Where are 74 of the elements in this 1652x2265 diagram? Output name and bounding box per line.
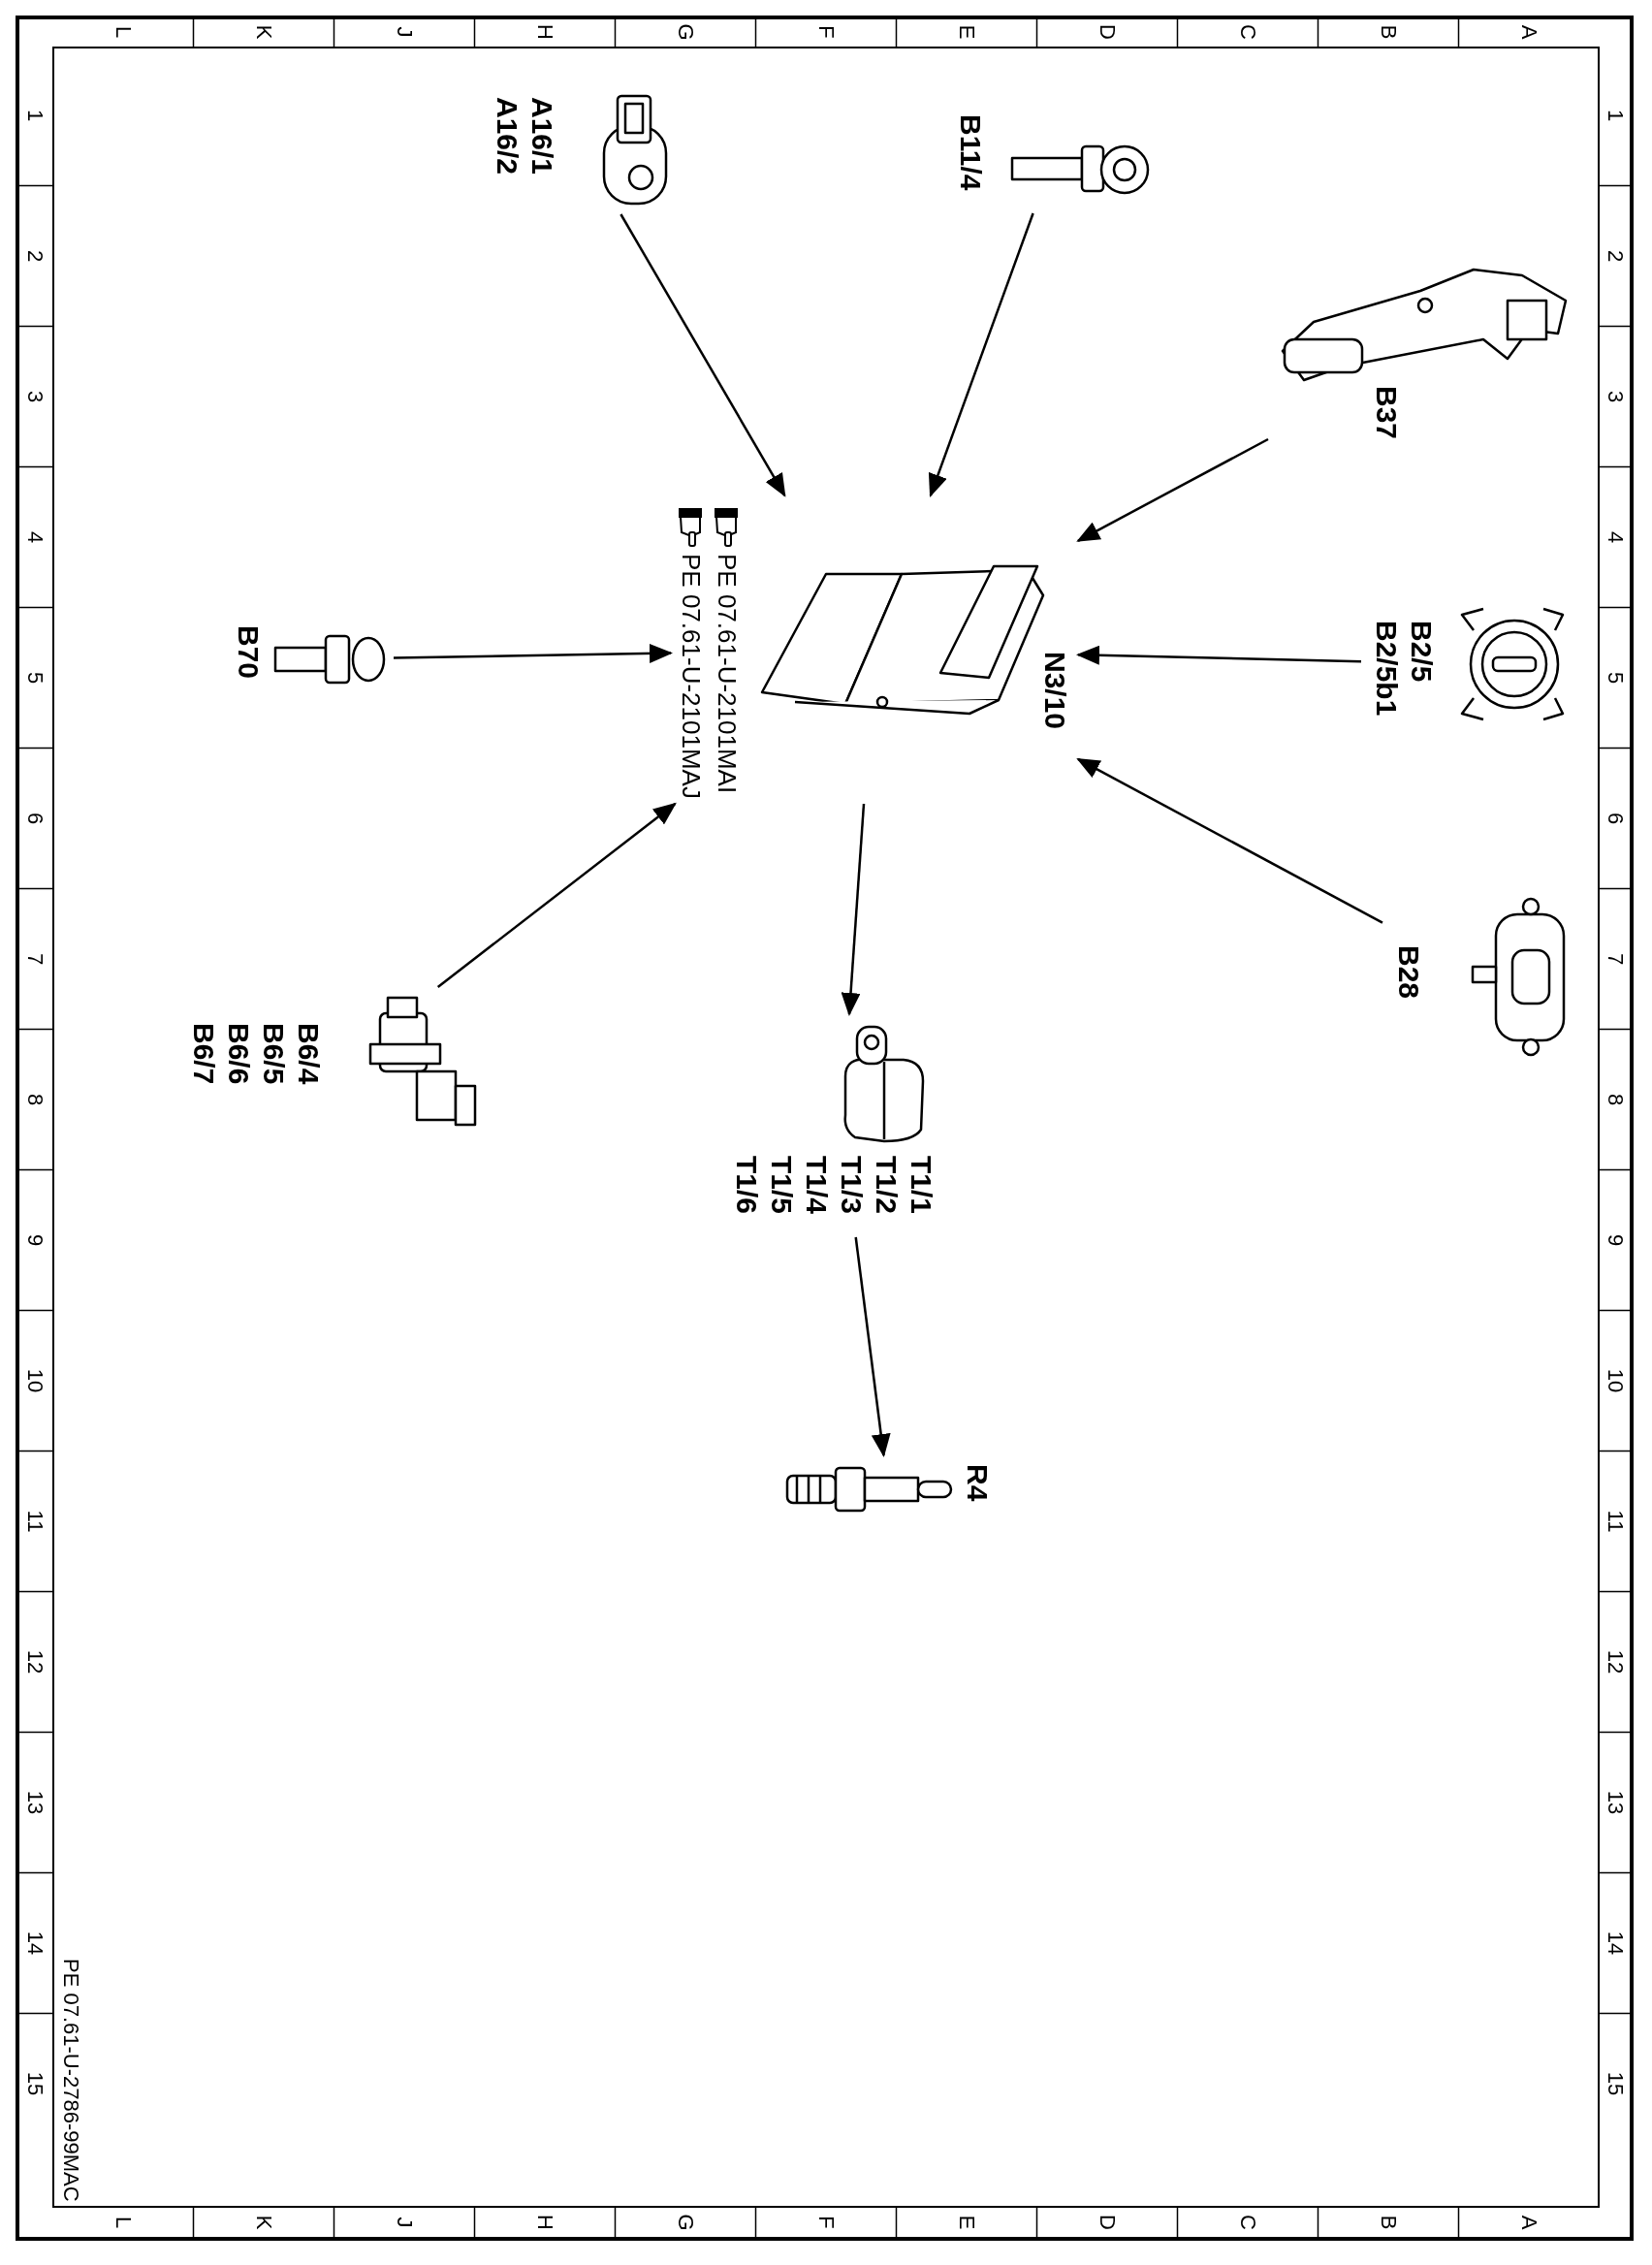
grid-number: 2: [1604, 249, 1627, 263]
grid-letter: J: [393, 2217, 416, 2228]
grid-letter: C: [1236, 2215, 1259, 2230]
grid-number: 6: [1604, 812, 1627, 825]
arrow: [393, 644, 673, 663]
arrow: [1076, 757, 1383, 924]
arrow: [620, 213, 786, 497]
grid-letter: G: [674, 23, 697, 41]
grid-number: 14: [23, 1930, 47, 1956]
arrow: [854, 1236, 891, 1457]
arrow: [841, 803, 866, 1016]
grid-number: 10: [1604, 1368, 1627, 1393]
grid-number: 7: [1604, 952, 1627, 966]
component-label: B28: [1392, 945, 1426, 1002]
grid-number: 8: [23, 1093, 47, 1106]
grid-letter: F: [814, 25, 838, 39]
grid-number: 13: [23, 1790, 47, 1815]
grid-letter: C: [1236, 24, 1259, 40]
grid-number: 10: [23, 1368, 47, 1393]
grid-number: 15: [1604, 2071, 1627, 2096]
component-label: N3/10: [1038, 652, 1072, 732]
grid-number: 11: [23, 1510, 47, 1533]
grid-letter: D: [1096, 24, 1119, 40]
grid-letter: E: [955, 2215, 978, 2230]
component-label: B6/4 B6/5 B6/6 B6/7: [187, 1023, 326, 1087]
grid-letter: B: [1377, 24, 1400, 40]
grid-letter: K: [252, 2215, 275, 2230]
grid-letter: L: [111, 2216, 135, 2229]
component-label: B37: [1370, 386, 1404, 442]
grid-number: 2: [23, 249, 47, 263]
component-label: B2/5 B2/5b1: [1370, 621, 1439, 718]
grid-letter: K: [252, 24, 275, 40]
grid-letter: H: [533, 2215, 556, 2230]
grid-letter: H: [533, 24, 556, 40]
component-label: R4: [961, 1464, 995, 1504]
drawing-number: PE 07.61-U-2786-99MAC: [58, 1959, 83, 2202]
grid-number: 5: [23, 671, 47, 685]
grid-letter: B: [1377, 2215, 1400, 2230]
grid-letter: A: [1517, 2215, 1541, 2230]
grid-number: 4: [1604, 530, 1627, 544]
grid-number: 5: [1604, 671, 1627, 685]
arrow: [436, 802, 677, 988]
grid-letter: F: [814, 2216, 838, 2229]
grid-number: 11: [1604, 1510, 1627, 1533]
grid-letter: D: [1096, 2215, 1119, 2230]
grid-number: 1: [23, 109, 47, 122]
grid-number: 6: [23, 812, 47, 825]
grid-number: 13: [1604, 1790, 1627, 1815]
arrow: [1076, 645, 1362, 665]
grid-number: 1: [1604, 109, 1627, 122]
reference-note: PE 07.61-U-2101MAJ: [678, 554, 705, 799]
component-label: A16/1 A16/2: [491, 97, 559, 177]
grid-number: 7: [23, 952, 47, 966]
grid-number: 4: [23, 530, 47, 544]
grid-number: 12: [1604, 1649, 1627, 1675]
component-label: B11/4: [954, 114, 988, 193]
arrow: [928, 212, 1034, 497]
grid-number: 9: [1604, 1233, 1627, 1247]
grid-number: 3: [23, 390, 47, 403]
grid-number: 14: [1604, 1930, 1627, 1956]
grid-letter: J: [393, 26, 416, 38]
component-label: B70: [232, 625, 266, 682]
grid-number: 12: [23, 1649, 47, 1675]
grid-letter: A: [1517, 24, 1541, 40]
reference-note: PE 07.61-U-2101MAI: [714, 554, 741, 794]
grid-letter: G: [674, 2214, 697, 2231]
arrow: [1076, 437, 1269, 542]
grid-letter: L: [111, 25, 135, 39]
grid-number: 9: [23, 1233, 47, 1247]
grid-number: 3: [1604, 390, 1627, 403]
component-label: T1/1 T1/2 T1/3 T1/4 T1/5 T1/6: [730, 1156, 938, 1217]
grid-number: 8: [1604, 1093, 1627, 1106]
grid-number: 15: [23, 2071, 47, 2096]
grid-letter: E: [955, 24, 978, 40]
